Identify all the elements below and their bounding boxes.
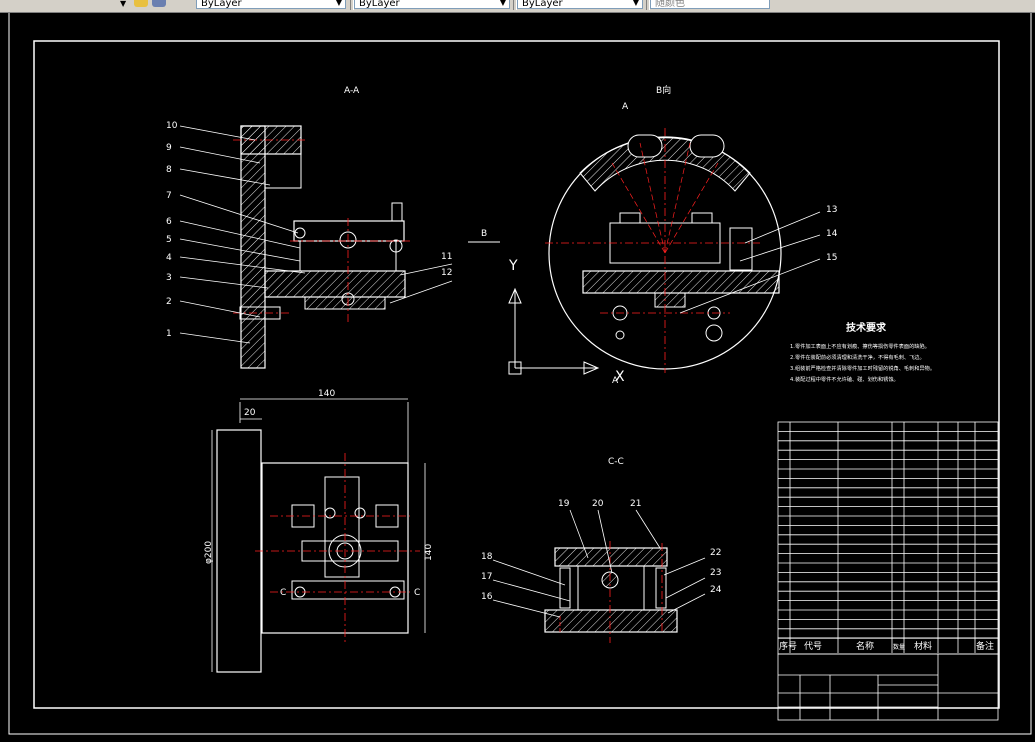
tech-req-line: 2.零件在装配前必须清理和清洗干净，不得有毛刺、飞边。 [790,353,925,361]
view-title-aa: A-A [344,86,360,96]
balloon: 17 [481,572,492,582]
dim-diameter-200: φ200 [204,541,214,564]
balloon: 23 [710,568,721,578]
ucs-icon: Y X [508,258,625,385]
bom-table [777,421,999,721]
balloon: 24 [710,585,722,595]
balloon: 2 [166,297,172,307]
dim-140-side: 140 [424,544,434,561]
drawing-svg: A-A [8,2,1032,735]
balloon: 7 [166,191,172,201]
color-combo-value: ByLayer [201,0,242,9]
b-view-arrow: B [468,229,500,243]
balloon: 4 [166,253,172,263]
tech-req-title: 技术要求 [846,321,887,334]
ucs-x-label: X [615,369,625,385]
balloon: 11 [441,252,452,262]
lineweight-combo-value: ByLayer [522,0,563,9]
a-mark-bottom: A [612,376,619,386]
layer-state-icon[interactable] [134,0,148,7]
properties-toolbar: ByLayer ▼ ByLayer ▼ ByLayer ▼ 随颜色 ▼ [0,0,1035,13]
inner-frame [33,40,1000,709]
c-mark-left: C [280,588,286,598]
bom-col-material: 材料 [914,640,932,652]
balloon: 9 [166,143,172,153]
technical-requirements: 技术要求 1.零件加工表面上不应有划痕、擦伤等损伤零件表面的缺陷。 2.零件在装… [790,321,935,383]
plotstyle-combo[interactable]: 随颜色 [650,0,770,9]
section-aa-view: A-A [166,86,452,369]
balloon: 22 [710,548,721,558]
bom-header: 序号 代号 名称 数量 材料 备注 [779,640,994,652]
balloon: 10 [166,121,178,131]
balloon: 19 [558,499,570,509]
dim-20: 20 [244,408,256,418]
linetype-combo-value: ByLayer [359,0,400,9]
ucs-y-label: Y [508,258,518,274]
lineweight-combo[interactable]: ByLayer ▼ [517,0,643,9]
bom-col-code: 代号 [804,641,822,652]
balloon: 20 [592,499,604,509]
balloon: 12 [441,268,452,278]
balloon: 3 [166,273,172,283]
b-arrow-label: B [481,229,487,239]
bom-col-seq: 序号 [779,640,797,652]
view-title-b: B向 [656,84,671,96]
chevron-down-icon: ▼ [120,0,127,8]
tech-req-line: 1.零件加工表面上不应有划痕、擦伤等损伤零件表面的缺陷。 [790,342,930,350]
view-title-cc: C-C [608,457,624,467]
chevron-down-icon[interactable]: ▼ [632,0,640,7]
balloon: 21 [630,499,641,509]
c-mark-right: C [414,588,420,598]
balloon: 1 [166,329,172,339]
dim-140-top: 140 [318,389,335,399]
bom-col-qty: 数量 [893,643,905,651]
balloon: 16 [481,592,493,602]
balloon: 18 [481,552,493,562]
plotstyle-combo-value: 随颜色 [655,0,685,9]
layer-previous-icon[interactable] [152,0,166,7]
balloon: 15 [826,253,837,263]
chevron-down-icon[interactable]: ▼ [335,0,343,7]
tech-req-line: 3.组装前严格检查并清除零件加工时残留的锐角、毛刺和异物。 [790,364,935,372]
balloon: 5 [166,235,172,245]
bom-col-name: 名称 [856,640,874,652]
balloon: 13 [826,205,837,215]
tech-req-line: 4.装配过程中零件不允许磕、碰、划伤和锈蚀。 [790,375,899,383]
linetype-combo[interactable]: ByLayer ▼ [354,0,510,9]
view-b: B向 A A 13 14 15 [545,84,838,386]
chevron-down-icon[interactable]: ▼ [499,0,507,7]
layer-tools-icons[interactable]: ▼ [120,0,180,8]
balloon: 6 [166,217,172,227]
bom-col-remark: 备注 [976,640,994,652]
top-view: 140 20 140 φ200 C C [204,389,434,673]
a-mark-top: A [622,102,629,112]
color-combo[interactable]: ByLayer ▼ [196,0,346,9]
balloon: 8 [166,165,172,175]
section-cc-view: C-C 19 20 21 18 17 16 22 23 [481,457,722,643]
balloon: 14 [826,229,838,239]
